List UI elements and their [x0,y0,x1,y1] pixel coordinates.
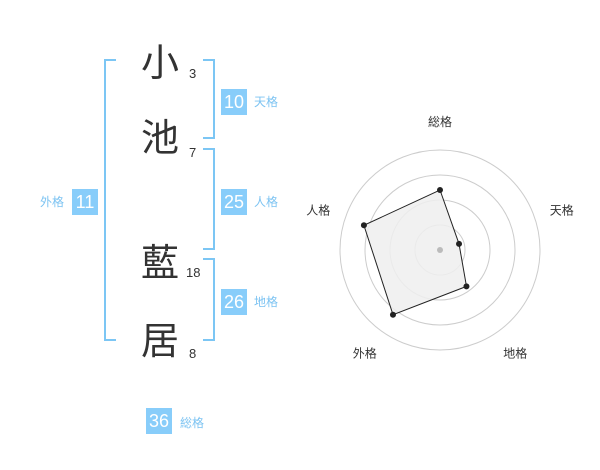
radar-ring-4 [339,149,541,351]
radar-axis-label-5: 人格 [306,202,330,217]
radar-data-polygon [363,189,468,316]
radar-axis-label-4: 外格 [353,346,377,361]
radar-axis-label-1: 総格 [428,114,452,129]
radar-point-2 [456,240,463,247]
jinkaku-label: 人格 [254,195,279,209]
gaikaku-bracket [104,59,116,341]
stroke-count-2: 7 [189,145,197,160]
jinkaku-bracket [203,148,215,250]
radar-points [360,187,470,318]
chikaku-value-badge: 26 [221,289,248,315]
gaikaku-value-badge: 11 [72,189,98,215]
jinkaku-value-badge: 25 [221,189,248,215]
radar-center-dot [437,247,443,253]
radar-axis-label-2: 天格 [550,202,574,217]
radar-point-1 [437,187,443,193]
name-char-2: 池 [140,116,179,160]
tenkaku-label: 天格 [254,95,279,109]
name-char-3: 藍 [140,241,179,285]
name-char-4: 居 [140,319,179,363]
radar-point-4 [389,311,396,318]
radar-point-3 [463,283,470,290]
radar-ring-3 [364,174,516,326]
gaikaku-label: 外格 [40,195,65,209]
soukaku-value-badge: 36 [146,408,173,434]
stroke-count-1: 3 [189,66,197,81]
stroke-count-4: 8 [189,346,197,361]
radar-point-5 [360,222,367,229]
stroke-count-3: 18 [186,265,201,280]
chikaku-label: 地格 [254,295,279,309]
radar-axis-label-3: 地格 [503,346,527,361]
tenkaku-value-badge: 10 [221,89,248,115]
chikaku-bracket [203,258,215,341]
tenkaku-bracket [203,59,215,139]
name-char-1: 小 [140,41,179,85]
soukaku-label: 総格 [180,416,205,430]
